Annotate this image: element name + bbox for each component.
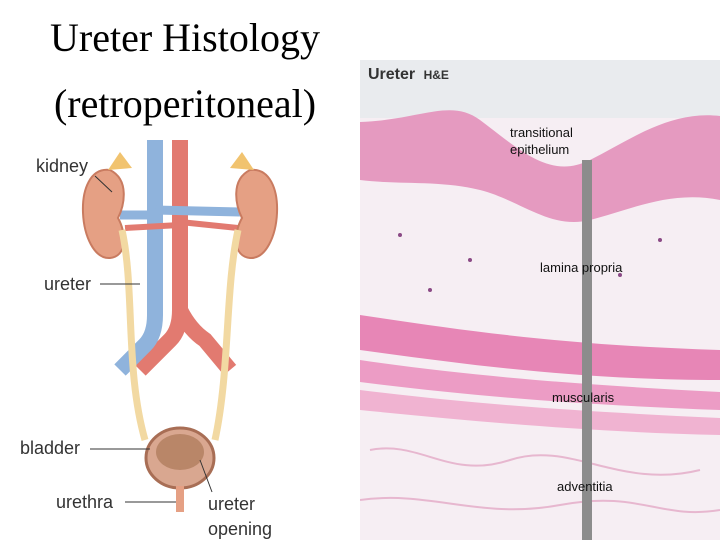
histology-title: Ureter H&E [368,66,449,84]
micrograph-header-band [360,60,720,118]
renal-artery-left [124,222,181,231]
label-ureter-opening-line1: ureter [208,494,256,514]
left-kidney [81,168,125,260]
right-kidney [235,168,279,260]
label-kidney: kidney [36,156,89,176]
left-ureter [118,229,149,441]
adventitia-strand [360,496,720,514]
left-adrenal [108,152,132,170]
adventitia-strand [369,447,701,476]
histology-stain: H&E [423,68,449,82]
lp-nucleus [428,288,432,292]
label-ureter-opening-line2: opening [208,519,273,539]
label-adventitia: adventitia [557,479,613,494]
lp-nucleus [618,273,622,277]
label-urethra: urethra [56,492,114,512]
slide-subtitle: (retroperitoneal) [53,81,317,126]
label-muscularis: muscularis [552,390,615,405]
vena-cava [114,140,163,376]
histology-heading: Ureter [368,66,416,83]
bladder-lumen [156,434,204,470]
aorta-right-branch [172,306,237,376]
right-adrenal [230,152,254,170]
lp-nucleus [398,233,402,237]
lp-nucleus [658,238,662,242]
right-ureter [211,229,242,441]
renal-artery-right [179,219,239,231]
urinary-system-illustration [81,140,279,512]
label-ureter: ureter [44,274,92,294]
label-transitional: transitional [510,125,573,140]
slide-title: Ureter Histology [50,15,320,60]
layer-indicator-bar [582,160,592,540]
label-bladder: bladder [20,438,81,458]
kidney-leader [94,175,113,193]
ureter-micrograph [360,60,720,540]
ureter-opening-leader [199,459,213,493]
muscularis-band [360,360,720,410]
label-epithelium: epithelium [510,142,570,157]
label-lamina-propria: lamina propria [540,260,623,275]
lp-nucleus [468,258,472,262]
epithelium-layer [360,110,720,223]
renal-vein-right [154,205,241,217]
muscularis-band [360,315,720,380]
muscularis-band [360,390,720,435]
